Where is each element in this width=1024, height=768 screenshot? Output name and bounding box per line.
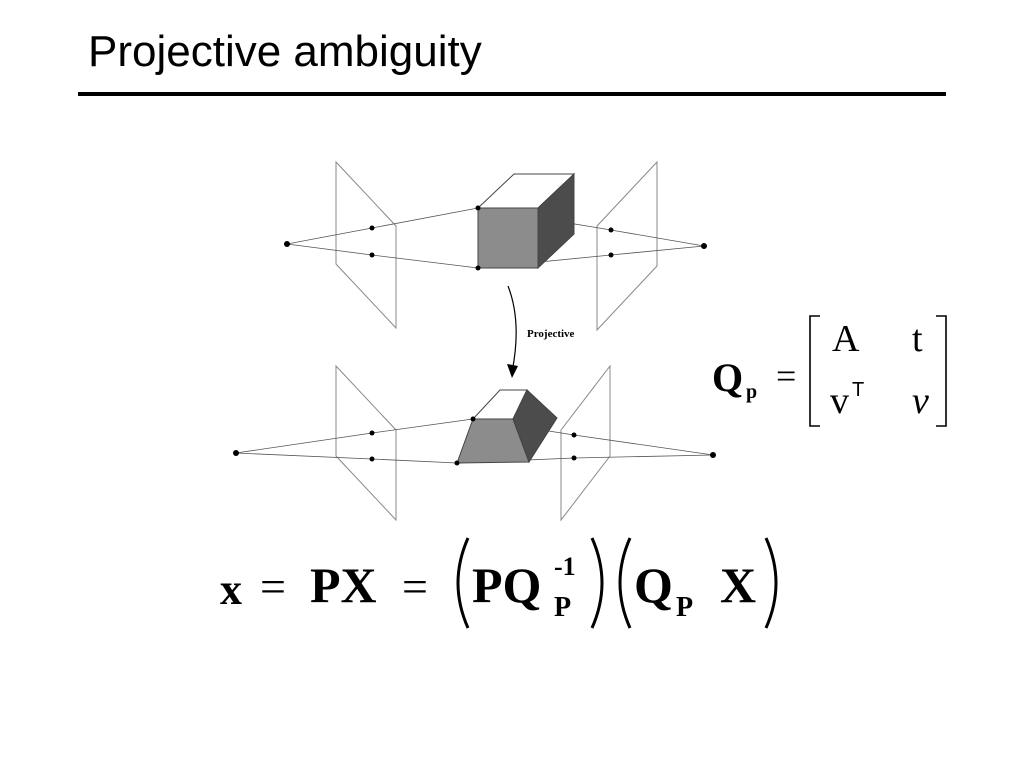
eq-x: x bbox=[220, 565, 242, 614]
matrix-entry-v: v bbox=[830, 380, 849, 422]
eq-inverse-exponent: -1 bbox=[554, 552, 576, 581]
matrix-lhs-symbol: Q bbox=[712, 355, 744, 400]
bottom-left-camera-center bbox=[233, 450, 239, 456]
top-left-camera-center bbox=[284, 241, 290, 247]
top-left-image-plane bbox=[335, 160, 397, 330]
title-underline bbox=[78, 92, 946, 96]
eq-parentheses bbox=[456, 537, 778, 629]
matrix-equals: = bbox=[776, 356, 797, 396]
bottom-right-camera-center bbox=[710, 452, 716, 458]
cube-front-face bbox=[477, 207, 539, 269]
eq-equals-1: = bbox=[260, 561, 286, 612]
warped-side-face bbox=[512, 389, 558, 464]
top-right-camera-center bbox=[701, 243, 707, 249]
eq-px: PX bbox=[310, 557, 377, 613]
slide-title: Projective ambiguity bbox=[88, 27, 482, 76]
eq-q: Q bbox=[634, 557, 673, 613]
projective-arrow bbox=[507, 285, 517, 373]
matrix-entry-a: A bbox=[832, 318, 860, 360]
eq-inverse-subscript: P bbox=[554, 592, 572, 623]
bottom-right-image-plane bbox=[560, 364, 611, 522]
projection-equation: x = PX = PQ -1 P Q P X bbox=[210, 530, 810, 640]
eq-q-subscript: P bbox=[676, 592, 694, 623]
eq-pq: PQ bbox=[472, 557, 542, 613]
matrix-entry-v-transpose: T bbox=[852, 379, 865, 401]
bottom-left-image-plane bbox=[335, 364, 397, 522]
matrix-brackets bbox=[809, 315, 947, 427]
eq-capital-x: X bbox=[720, 557, 757, 613]
matrix-entry-v-scalar: v bbox=[912, 380, 929, 422]
top-right-image-plane bbox=[596, 160, 658, 332]
eq-equals-2: = bbox=[402, 561, 428, 612]
matrix-lhs-subscript: p bbox=[746, 381, 758, 403]
qp-matrix: Q p = A t v T v bbox=[708, 312, 958, 432]
matrix-entry-t: t bbox=[912, 318, 923, 360]
projective-arrow-label: Projective bbox=[527, 328, 575, 340]
cube-side-face bbox=[537, 172, 575, 270]
